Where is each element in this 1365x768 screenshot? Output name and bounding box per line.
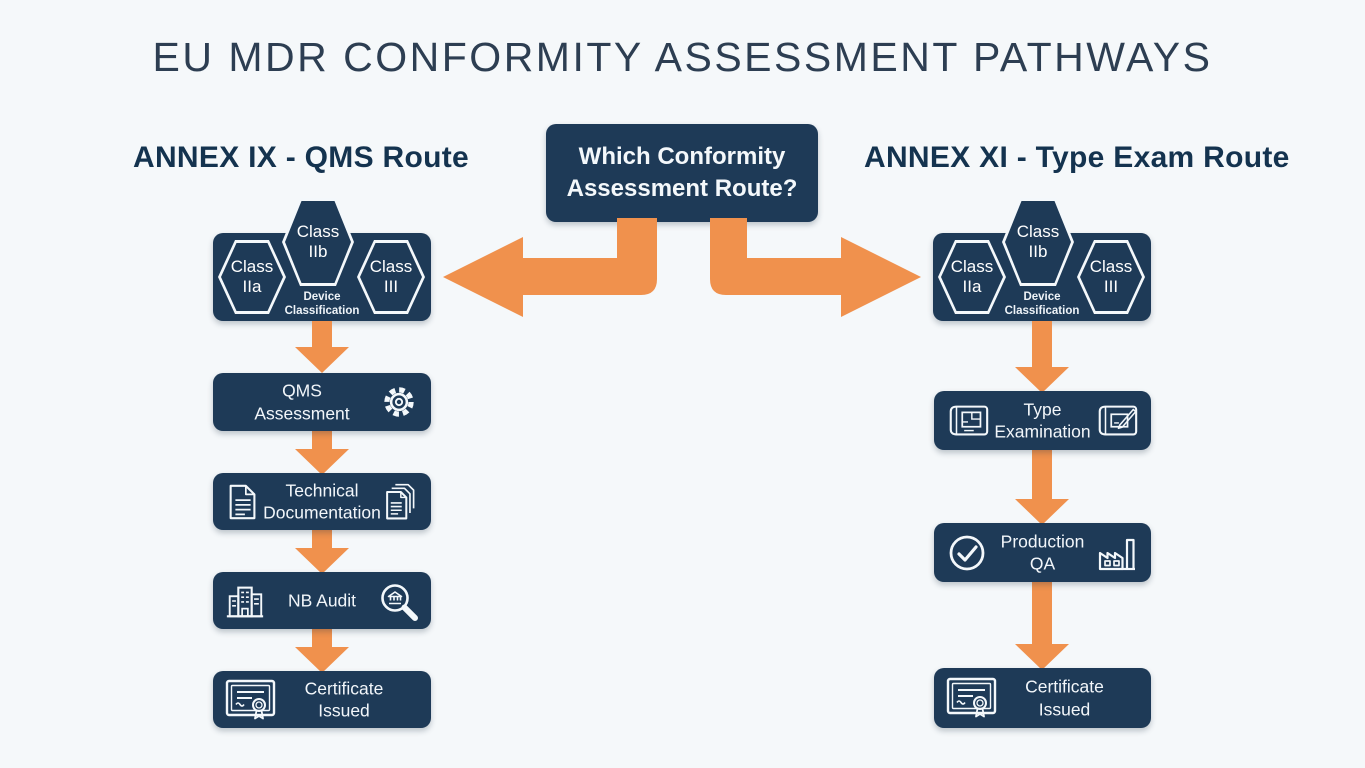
check-circle-icon [945, 531, 989, 575]
documents-stack-icon [378, 480, 420, 524]
step-production-qa: Production QA [934, 523, 1151, 582]
step-label: Technical Documentation [263, 479, 381, 523]
decision-box: Which Conformity Assessment Route? [546, 124, 818, 222]
step-label: Certificate Issued [1025, 676, 1104, 719]
step-label: NB Audit [287, 590, 357, 611]
hex-code: IIb [308, 242, 328, 261]
hex-code: IIb [1028, 242, 1048, 261]
certificate-icon [224, 677, 278, 723]
step-certificate-issued-right: Certificate Issued [934, 668, 1151, 728]
branch-arrows [443, 218, 921, 317]
hex-word: Class [1016, 222, 1060, 242]
right-branch-arrow [710, 218, 921, 317]
left-route-heading: ANNEX IX - QMS Route [133, 141, 470, 174]
cluster-caption: Device Classification [284, 291, 360, 318]
step-label: Type Examination [994, 398, 1091, 442]
step-type-examination: Type Examination [934, 391, 1151, 450]
hex-word: Class [1089, 257, 1133, 277]
down-arrow-icon [1015, 450, 1069, 525]
hex-word: Class [369, 257, 413, 277]
blueprint-icon [945, 401, 991, 441]
blueprint-edit-icon [1094, 401, 1140, 441]
hex-word: Class [230, 257, 274, 277]
hex-word: Class [296, 222, 340, 242]
hex-code: IIa [242, 277, 262, 296]
building-icon [224, 581, 266, 621]
step-nb-audit: NB Audit [213, 572, 431, 629]
down-arrow-icon [295, 529, 349, 574]
page-title: EU MDR CONFORMITY ASSESSMENT PATHWAYS [152, 34, 1213, 80]
gear-icon [378, 381, 420, 423]
down-arrow-icon [1015, 582, 1069, 670]
down-arrow-icon [295, 431, 349, 475]
down-arrow-icon [1015, 321, 1069, 393]
cluster-caption: Device Classification [1004, 291, 1080, 318]
step-label: QMS Assessment [254, 380, 350, 423]
right-route-heading: ANNEX XI - Type Exam Route [864, 141, 1290, 174]
down-arrow-icon [295, 321, 349, 373]
step-label: Production QA [1000, 530, 1085, 574]
certificate-icon [945, 675, 999, 721]
left-branch-arrow [443, 218, 657, 317]
hex-code: III [383, 277, 399, 296]
decision-question: Which Conformity Assessment Route? [566, 142, 798, 202]
step-label: Certificate Issued [304, 677, 384, 721]
down-arrow-icon [295, 628, 349, 673]
step-technical-documentation: Technical Documentation [213, 473, 431, 530]
step-certificate-issued-left: Certificate Issued [213, 671, 431, 728]
hex-code: IIa [962, 277, 982, 296]
audit-magnifier-icon [376, 579, 420, 623]
factory-icon [1094, 532, 1140, 574]
document-icon [224, 482, 262, 522]
hex-code: III [1103, 277, 1119, 296]
hex-word: Class [950, 257, 994, 277]
step-qms-assessment: QMS Assessment [213, 373, 431, 431]
